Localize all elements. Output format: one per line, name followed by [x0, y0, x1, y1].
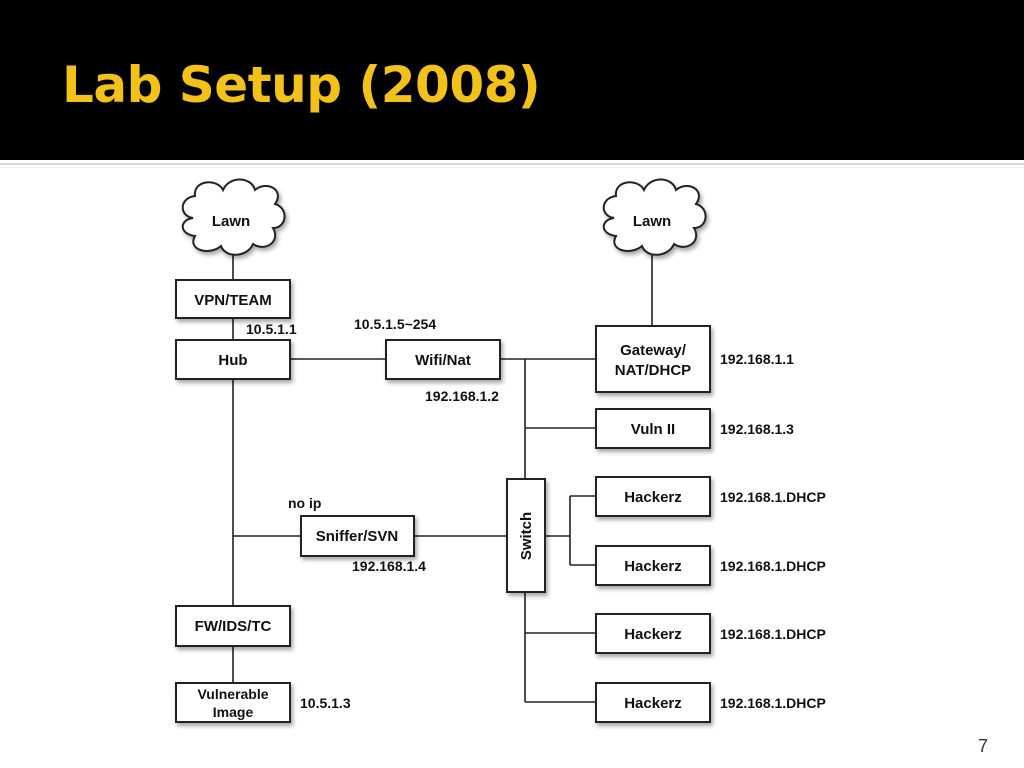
svg-text:Hackerz: Hackerz: [624, 695, 682, 712]
sniffer-ip-label: 192.168.1.4: [352, 558, 426, 574]
lawn-cloud-left-label: Lawn: [212, 213, 250, 230]
svg-text:FW/IDS/TC: FW/IDS/TC: [195, 618, 272, 635]
lawn-cloud-right: Lawn: [602, 178, 707, 256]
svg-text:VPN/TEAM: VPN/TEAM: [194, 292, 272, 309]
svg-text:Hackerz: Hackerz: [624, 558, 682, 575]
hackerz-node-4: Hackerz: [595, 682, 711, 723]
vulnerable-image-ip-label: 10.5.1.3: [300, 695, 351, 711]
connector-lines: [232, 248, 653, 703]
page-number: 7: [978, 736, 989, 756]
svg-text:Sniffer/SVN: Sniffer/SVN: [316, 528, 399, 545]
vuln-ii-ip-label: 192.168.1.3: [720, 421, 794, 437]
hackerz-1-ip-label: 192.168.1.DHCP: [720, 489, 826, 505]
slide-header: Lab Setup (2008): [0, 0, 1024, 160]
lawn-cloud-left: Lawn: [181, 178, 286, 256]
vuln-ii-node: Vuln II: [595, 408, 711, 449]
svg-text:Vuln II: Vuln II: [631, 421, 675, 438]
gateway-ip-label: 192.168.1.1: [720, 351, 794, 367]
svg-text:Gateway/: Gateway/: [620, 342, 687, 359]
fw-ids-tc-node: FW/IDS/TC: [175, 605, 291, 647]
hackerz-node-1: Hackerz: [595, 476, 711, 517]
slide-title: Lab Setup (2008): [62, 56, 541, 114]
hackerz-2-ip-label: 192.168.1.DHCP: [720, 558, 826, 574]
wifi-ip-label: 192.168.1.2: [425, 388, 499, 404]
hackerz-node-3: Hackerz: [595, 613, 711, 654]
svg-text:Switch: Switch: [518, 512, 535, 560]
hackerz-3-ip-label: 192.168.1.DHCP: [720, 626, 826, 642]
wifi-range-label: 10.5.1.5~254: [354, 316, 436, 332]
hackerz-4-ip-label: 192.168.1.DHCP: [720, 695, 826, 711]
hub-node: Hub: [175, 339, 291, 380]
lawn-cloud-right-label: Lawn: [633, 213, 671, 230]
address-labels: 10.5.1.1 10.5.1.5~254 192.168.1.2 192.16…: [246, 316, 826, 711]
sniffer-note-label: no ip: [288, 495, 321, 511]
svg-text:Hub: Hub: [218, 352, 247, 369]
hub-ip-label: 10.5.1.1: [246, 321, 297, 337]
hackerz-node-2: Hackerz: [595, 545, 711, 586]
svg-text:Hackerz: Hackerz: [624, 626, 682, 643]
vpn-team-node: VPN/TEAM: [175, 279, 291, 319]
svg-text:Wifi/Nat: Wifi/Nat: [415, 352, 471, 369]
header-divider-thin: [0, 167, 1024, 168]
wifi-nat-node: Wifi/Nat: [385, 339, 501, 380]
svg-text:NAT/DHCP: NAT/DHCP: [615, 362, 691, 379]
svg-text:Vulnerable: Vulnerable: [197, 686, 268, 702]
sniffer-node: Sniffer/SVN: [300, 515, 415, 557]
svg-text:Image: Image: [213, 704, 254, 720]
switch-node: Switch: [506, 478, 546, 593]
vulnerable-image-node: Vulnerable Image: [175, 682, 291, 723]
header-divider: [0, 163, 1024, 165]
svg-text:Hackerz: Hackerz: [624, 489, 682, 506]
gateway-node: Gateway/ NAT/DHCP: [595, 325, 711, 393]
